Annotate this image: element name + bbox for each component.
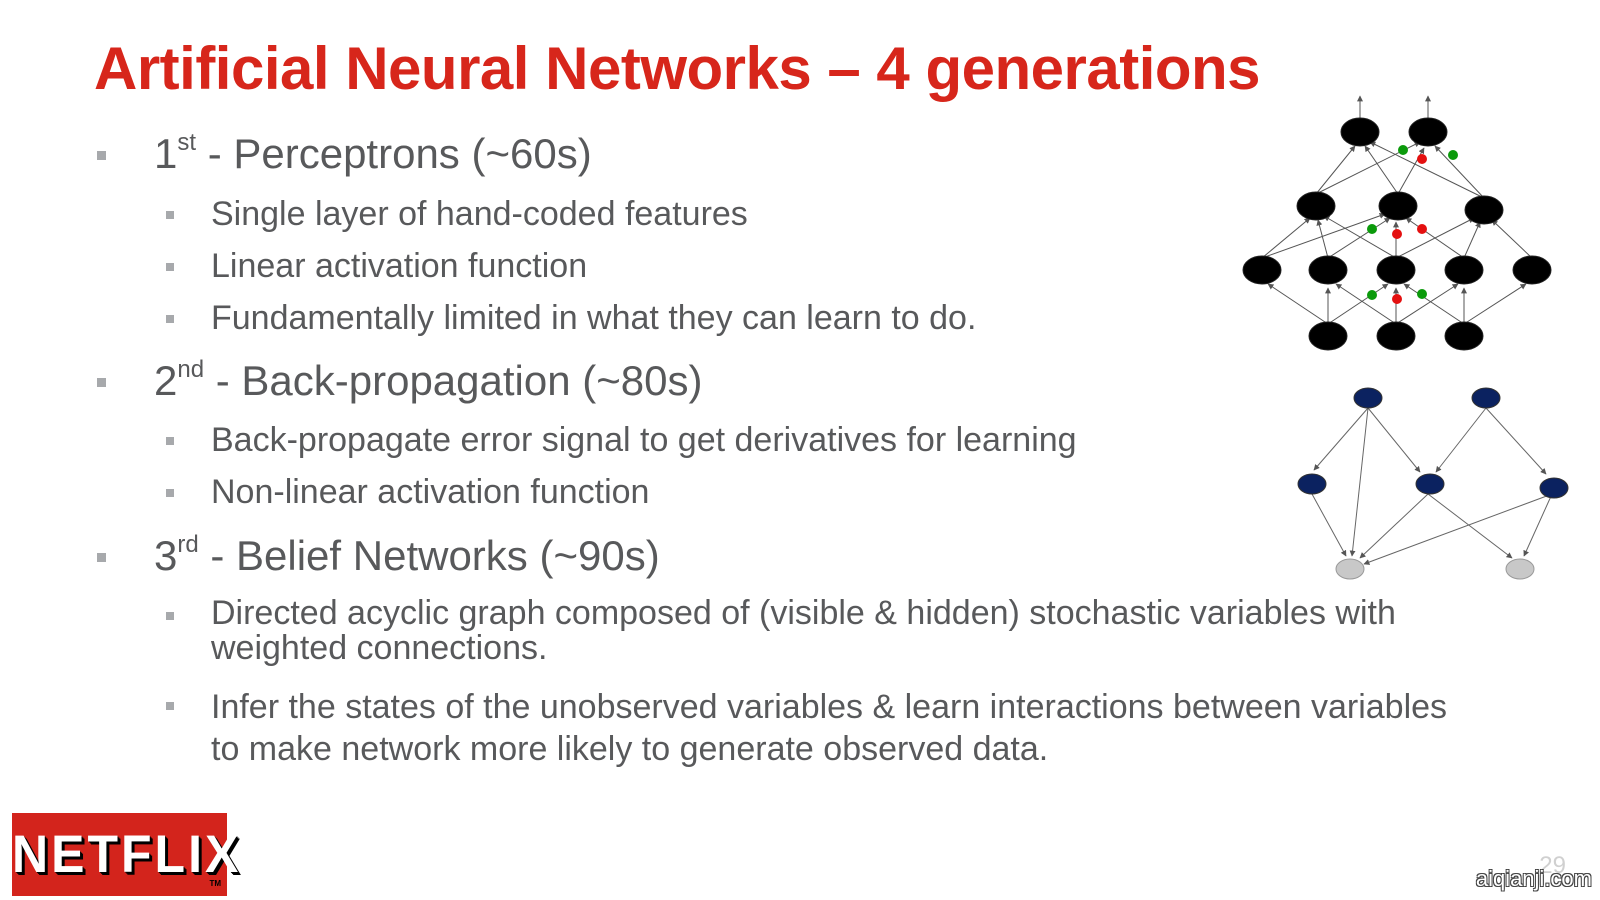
logo-text: NETFLIX	[12, 824, 242, 884]
netflix-logo: NETFLIX TM	[12, 813, 242, 896]
belief-nodes	[1297, 387, 1569, 580]
green-dot	[1398, 145, 1408, 155]
hidden-node	[1297, 473, 1327, 495]
slide-title: Artificial Neural Networks – 4 generatio…	[94, 35, 1261, 102]
red-dot	[1392, 229, 1402, 239]
sub-bullet: Non-linear activation function	[166, 473, 649, 512]
watermark: aiqianji.com	[1475, 866, 1592, 891]
belief-network-diagram	[1311, 407, 1553, 565]
bullet-marker	[97, 553, 106, 562]
bullet-marker	[166, 315, 174, 323]
input-node	[1376, 321, 1416, 351]
green-dot	[1367, 290, 1377, 300]
bullet-generation-3: 3rd - Belief Networks (~90s)	[97, 532, 660, 580]
visible-node	[1335, 558, 1365, 580]
hidden-node	[1415, 473, 1445, 495]
red-dot	[1417, 224, 1427, 234]
visible-node	[1505, 558, 1535, 580]
output-node	[1408, 117, 1448, 147]
hidden-node	[1353, 387, 1383, 409]
bullet-marker	[166, 612, 174, 620]
red-dot	[1417, 154, 1427, 164]
hidden-node	[1308, 255, 1348, 285]
sub-bullet: Back-propagate error signal to get deriv…	[166, 421, 1077, 460]
bullet-marker	[166, 263, 174, 271]
bullet-marker	[166, 489, 174, 497]
hidden-node	[1444, 255, 1484, 285]
sub-bullet: Single layer of hand-coded features	[166, 195, 748, 234]
page-number: 29	[1539, 852, 1566, 879]
hidden-node	[1296, 191, 1336, 221]
bullet-marker	[97, 378, 106, 387]
red-dot	[1392, 294, 1402, 304]
sub-bullet: Linear activation function	[166, 247, 587, 286]
sub-bullet: Fundamentally limited in what they can l…	[166, 299, 976, 338]
bullet-generation-1: 1st - Perceptrons (~60s)	[97, 130, 592, 178]
hidden-node	[1464, 195, 1504, 225]
green-dot	[1417, 289, 1427, 299]
bullet-marker	[166, 702, 174, 710]
hidden-node	[1539, 477, 1569, 499]
green-dot	[1367, 224, 1377, 234]
input-node	[1308, 321, 1348, 351]
network-diagrams	[1242, 95, 1569, 580]
hidden-node	[1512, 255, 1552, 285]
green-dot	[1448, 150, 1458, 160]
hidden-node	[1471, 387, 1501, 409]
output-node	[1340, 117, 1380, 147]
hidden-node	[1376, 255, 1416, 285]
hidden-node	[1378, 191, 1418, 221]
sub-bullet: Directed acyclic graph composed of (visi…	[166, 596, 1471, 666]
input-node	[1444, 321, 1484, 351]
bullet-marker	[97, 151, 106, 160]
bullet-marker	[166, 437, 174, 445]
feedforward-network-diagram	[1261, 95, 1533, 325]
signal-dots	[1367, 145, 1458, 304]
sub-bullet: Infer the states of the unobserved varia…	[166, 686, 1471, 770]
bullet-generation-2: 2nd - Back-propagation (~80s)	[97, 357, 702, 405]
logo-tm: TM	[209, 879, 221, 888]
feedforward-nodes	[1242, 117, 1552, 351]
bullet-marker	[166, 211, 174, 219]
hidden-node	[1242, 255, 1282, 285]
